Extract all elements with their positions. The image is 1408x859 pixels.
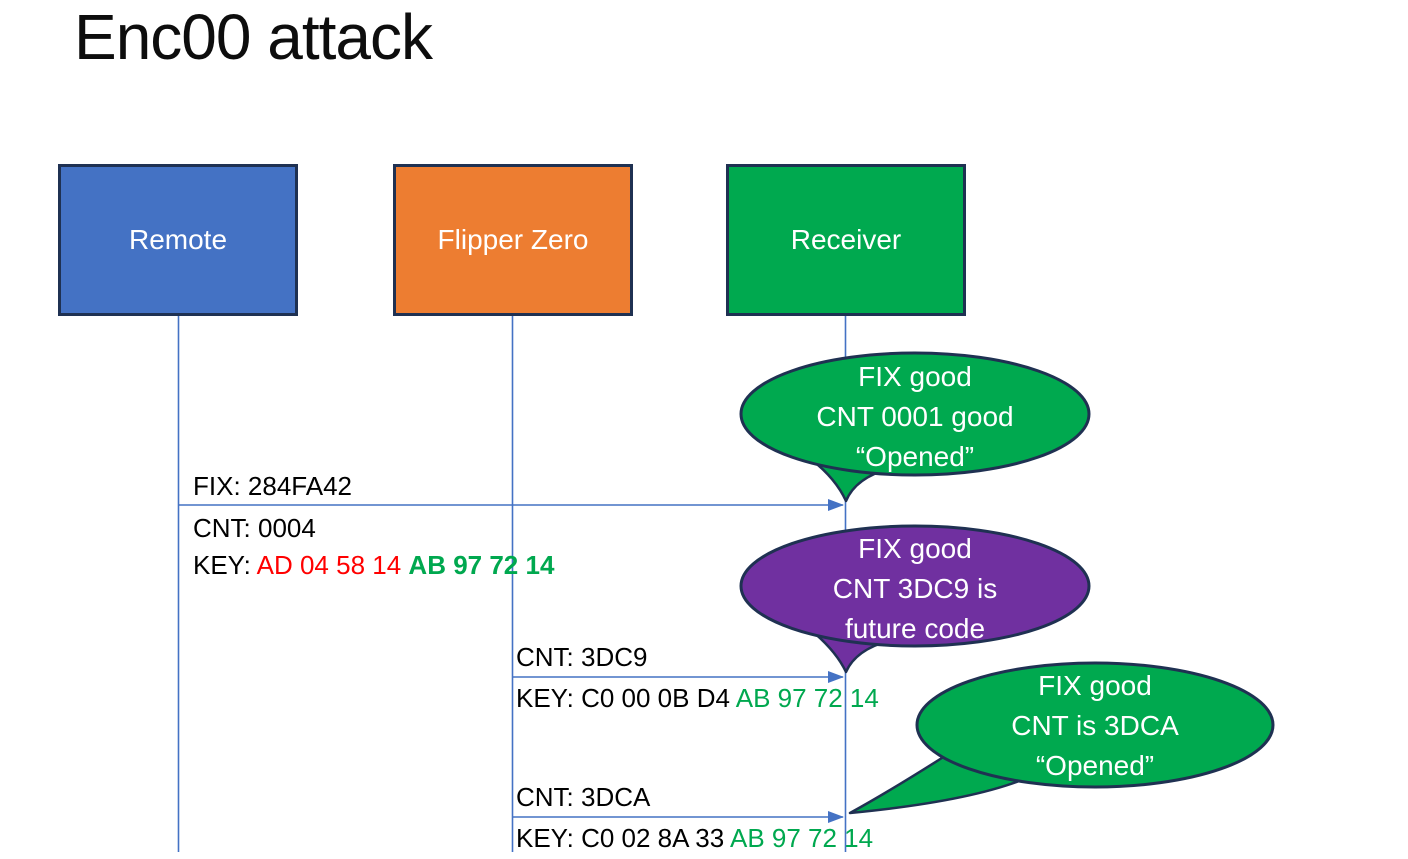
actor-label-flipper-zero: Flipper Zero [437, 224, 589, 255]
key-prefix: KEY: [193, 550, 251, 580]
actor-box-remote: Remote [58, 164, 298, 316]
speech-bubble-1-text: FIX good CNT 0001 good “Opened” [745, 357, 1085, 477]
speech-bubble-3-text: FIX good CNT is 3DCA “Opened” [925, 666, 1265, 786]
actor-label-receiver: Receiver [790, 224, 902, 255]
actor-box-receiver: Receiver [726, 164, 966, 316]
message-2-key-label: KEY: C0 00 0B D4 AB 97 72 14 [516, 682, 879, 714]
bubble-line: FIX good [1038, 670, 1152, 701]
speech-bubble-3 [848, 661, 1275, 815]
message-1-key-label: KEY: AD 04 58 14 AB 97 72 14 [193, 549, 554, 581]
key-fixed-bytes: AB 97 72 14 [408, 550, 555, 580]
speech-bubble-2-body [739, 524, 1091, 648]
bubble-line: “Opened” [855, 441, 975, 472]
key-changed-bytes: C0 00 0B D4 [581, 683, 730, 713]
key-changed-bytes: C0 02 8A 33 [581, 823, 725, 853]
bubble-line: future code [844, 613, 986, 644]
speech-bubble-3-body [915, 661, 1275, 789]
message-1-cnt-label: CNT: 0004 [193, 513, 316, 543]
speech-bubble-2-text: FIX good CNT 3DC9 is future code [745, 529, 1085, 649]
key-fixed-bytes: AB 97 72 14 [735, 683, 879, 713]
bubble-line: CNT is 3DCA [1011, 710, 1179, 741]
key-fixed-bytes: AB 97 72 14 [729, 823, 874, 853]
slide-title: Enc00 attack [74, 1, 433, 73]
speech-bubble-1-body [739, 351, 1091, 477]
bubble-line: CNT 0001 good [816, 401, 1014, 432]
bubble-line: FIX good [858, 533, 972, 564]
speech-bubble-1 [739, 351, 1091, 503]
message-1-fix-label: FIX: 284FA42 [193, 471, 352, 501]
message-3-key-label: KEY: C0 02 8A 33 AB 97 72 14 [516, 822, 873, 854]
actor-box-flipper-zero: Flipper Zero [393, 164, 633, 316]
actor-label-remote: Remote [128, 224, 228, 255]
key-prefix: KEY: [516, 823, 574, 853]
speech-bubble-2 [739, 524, 1091, 674]
message-2-cnt-label: CNT: 3DC9 [516, 642, 648, 672]
key-changed-bytes: AD 04 58 14 [256, 550, 402, 580]
key-prefix: KEY: [516, 683, 574, 713]
bubble-line: FIX good [858, 361, 972, 392]
bubble-line: CNT 3DC9 is [832, 573, 998, 604]
message-3-cnt-label: CNT: 3DCA [516, 782, 651, 812]
bubble-line: “Opened” [1035, 750, 1155, 781]
